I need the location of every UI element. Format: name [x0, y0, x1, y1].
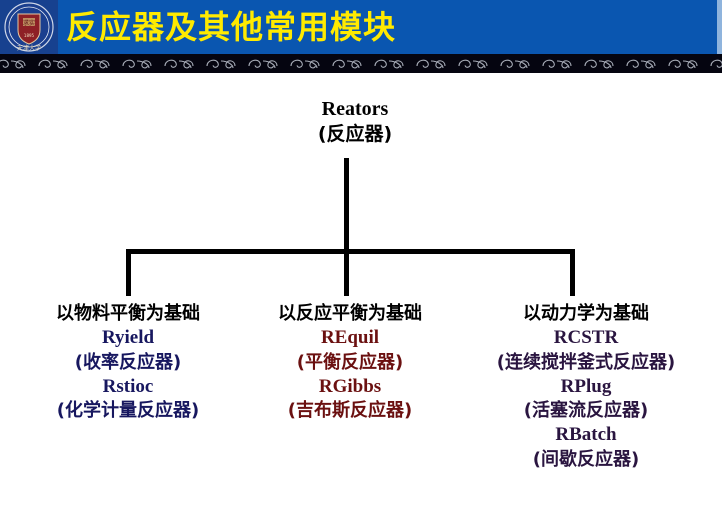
- branch-heading: 以反应平衡为基础: [278, 303, 422, 324]
- model-name-cn: (活塞流反应器): [523, 400, 649, 422]
- model-name-en: Ryield: [101, 327, 155, 349]
- header-decorative-band: [0, 54, 722, 73]
- branch-heading: 以动力学为基础: [523, 303, 649, 324]
- connector-trunk-vertical: [344, 158, 349, 254]
- university-logo-panel: 求实 1895 天津大学: [0, 0, 58, 54]
- branch-column-reaction-equilibrium: 以反应平衡为基础 REquil (平衡反应器) RGibbs (吉布斯反应器): [246, 302, 454, 423]
- model-name-en: RGibbs: [318, 375, 382, 397]
- model-name-en: REquil: [320, 327, 380, 349]
- header-right-edge-strip: [717, 0, 722, 72]
- connector-drop-left: [126, 249, 131, 296]
- svg-text:1895: 1895: [24, 33, 35, 38]
- model-name-cn: (间歇反应器): [532, 448, 640, 470]
- model-name-cn: (平衡反应器): [296, 351, 404, 373]
- branch-heading: 以物料平衡为基础: [56, 303, 200, 324]
- model-name-cn: (化学计量反应器): [56, 400, 200, 422]
- root-title-en: Reators: [321, 98, 389, 120]
- branch-column-kinetics: 以动力学为基础 RCSTR (连续搅拌釜式反应器) RPlug (活塞流反应器)…: [452, 302, 720, 472]
- branch-column-material-balance: 以物料平衡为基础 Ryield (收率反应器) Rstioc (化学计量反应器): [12, 302, 244, 423]
- svg-text:求实: 求实: [23, 19, 35, 27]
- svg-text:天津大学: 天津大学: [17, 44, 41, 52]
- connector-drop-middle: [344, 249, 349, 296]
- slide-title: 反应器及其他常用模块: [66, 8, 397, 46]
- model-name-en: RBatch: [555, 424, 617, 446]
- connector-branch-horizontal: [126, 249, 575, 254]
- model-name-cn: (收率反应器): [74, 351, 182, 373]
- model-name-cn: (吉布斯反应器): [287, 400, 413, 422]
- slide-header-bar: [0, 0, 722, 54]
- connector-drop-right: [570, 249, 575, 296]
- model-name-en: Rstioc: [102, 375, 154, 397]
- model-name-en: RCSTR: [553, 327, 619, 349]
- model-name-cn: (连续搅拌釜式反应器): [496, 351, 676, 373]
- root-title-cn: (反应器): [317, 123, 393, 145]
- tianjin-university-shield-icon: 求实 1895 天津大学: [4, 2, 54, 52]
- tree-root-node: Reators (反应器): [231, 96, 479, 147]
- model-name-en: RPlug: [560, 375, 612, 397]
